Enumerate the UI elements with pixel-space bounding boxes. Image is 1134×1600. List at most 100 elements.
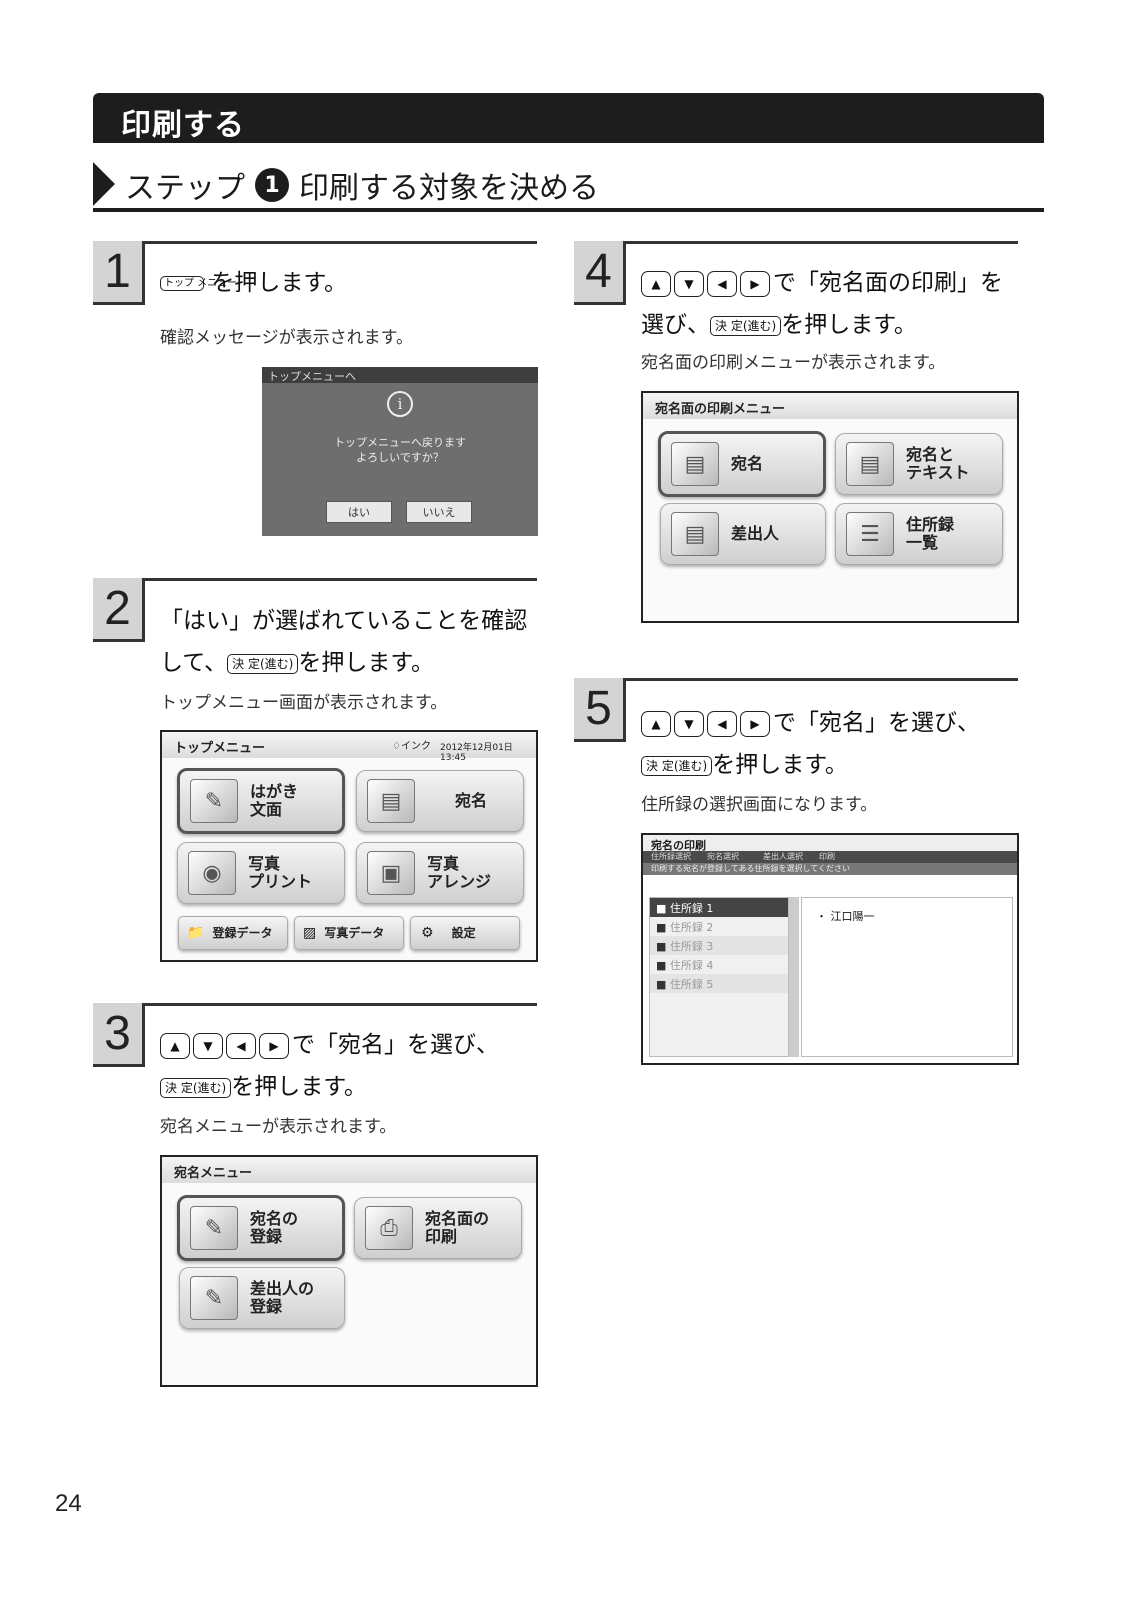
step-4-instruction-2: 選び、決 定(進む)を押します。 [641, 312, 917, 338]
top-menu-key: トップ メニュー [160, 276, 237, 291]
address-book-item[interactable]: ■ 住所録 3 [650, 936, 788, 955]
registered-data-button[interactable]: 📁登録データ [178, 916, 288, 950]
address-entry-panel: ・ 江口陽一 [801, 897, 1013, 1057]
scrollbar[interactable] [789, 897, 799, 1057]
step-1-number: 1 [93, 241, 145, 305]
menu-hagaki-button[interactable]: ✎はがき 文面 [177, 768, 345, 834]
print-atena-button[interactable]: ▤宛名 [658, 431, 826, 497]
page-number: 24 [55, 1490, 82, 1517]
step-heading: ステップ 1 印刷する対象を決める [93, 160, 1044, 212]
address-text-icon: ▤ [846, 442, 894, 486]
down-key: ▼ [674, 710, 704, 737]
ink-indicator: ♢インク [392, 741, 431, 752]
step-1-instruction: トップ メニュー を押します。 [160, 262, 347, 304]
dialog-no-button[interactable]: いいえ [406, 501, 472, 523]
atena-menu-title: 宛名メニュー [162, 1157, 536, 1183]
left-key: ◀ [707, 270, 737, 297]
photos-icon: ▨ [303, 925, 317, 941]
step-2-number: 2 [93, 578, 145, 642]
sender-card-icon: ▤ [671, 512, 719, 556]
step-2-note: トップメニュー画面が表示されます。 [160, 693, 448, 713]
book-icon: ■ [656, 921, 667, 934]
settings-button[interactable]: ⚙設定 [410, 916, 520, 950]
datetime: 2012年12月01日 13:45 [440, 743, 522, 763]
kettei-key: 決 定(進む) [710, 315, 782, 336]
step-2-rule [145, 578, 537, 581]
list-icon: ☰ [846, 512, 894, 556]
address-icon: ▤ [367, 779, 415, 823]
menu-photo-print-button[interactable]: ◉写真 プリント [177, 842, 345, 904]
step-1-text: を押します。 [211, 270, 348, 296]
step-1-note: 確認メッセージが表示されます。 [160, 328, 413, 348]
dialog-message: トップメニューへ戻ります よろしいですか？ [334, 436, 466, 464]
sender-register-button[interactable]: ✎差出人の 登録 [179, 1267, 345, 1329]
step-1-rule [145, 241, 537, 244]
address-book-item[interactable]: ■ 住所録 5 [650, 974, 788, 993]
step-4-note: 宛名面の印刷メニューが表示されます。 [641, 353, 946, 373]
print-menu-screen: 宛名面の印刷メニュー ▤宛名 ▤宛名と テキスト ▤差出人 ☰住所録 一覧 [641, 391, 1019, 623]
confirm-dialog: トップメニューへ i トップメニューへ戻ります よろしいですか？ はい いいえ [262, 367, 538, 536]
kettei-key: 決 定(進む) [160, 1077, 232, 1098]
print-address-list-button[interactable]: ☰住所録 一覧 [835, 503, 1003, 565]
atena-print-button[interactable]: ⎙宛名面の 印刷 [354, 1197, 522, 1259]
atena-menu-screen: 宛名メニュー ✎宛名の 登録 ⎙宛名面の 印刷 ✎差出人の 登録 [160, 1155, 538, 1387]
step-5-instruction-2: 決 定(進む)を押します。 [641, 744, 848, 786]
info-icon: i [387, 391, 413, 417]
book-icon: ■ [656, 940, 667, 953]
print-menu-title: 宛名面の印刷メニュー [643, 393, 1017, 419]
step-2-instruction-2: して、決 定(進む)を押します。 [160, 650, 435, 676]
address-book-screen: 宛名の印刷 住所録選択 宛名選択 差出人選択 印刷 印刷する宛名が登録してある住… [641, 833, 1019, 1065]
address-book-item[interactable]: ■ 住所録 4 [656, 959, 714, 972]
address-book-item[interactable]: ■ 住所録 2 [656, 921, 714, 934]
address-book-item[interactable]: ■ 住所録 1 [650, 898, 788, 917]
step-3-rule [145, 1003, 537, 1006]
step-5-number: 5 [574, 678, 626, 742]
step-3-note: 宛名メニューが表示されます。 [160, 1117, 397, 1137]
ink-drop-icon: ♢ [392, 741, 401, 752]
menu-atena-button[interactable]: ▤宛名 [356, 770, 524, 832]
pen-card-icon: ✎ [190, 1276, 238, 1320]
top-menu-title: トップメニュー [174, 741, 266, 756]
address-card-icon: ▤ [671, 442, 719, 486]
right-key: ▶ [740, 710, 770, 737]
dialog-yes-button[interactable]: はい [326, 501, 392, 523]
left-key: ◀ [707, 710, 737, 737]
right-key: ▶ [259, 1032, 289, 1059]
left-key: ◀ [226, 1032, 256, 1059]
heading-arrow-icon [93, 162, 115, 206]
section-header: 印刷する [93, 93, 1044, 143]
top-menu-screen: トップメニュー ♢インク 2012年12月01日 13:45 ✎はがき 文面 ▤… [160, 730, 538, 962]
kettei-key: 決 定(進む) [227, 653, 299, 674]
step-2-instruction-1: 「はい」が選ばれていることを確認 [160, 608, 528, 634]
book-icon: ■ [656, 959, 667, 972]
step-4-number: 4 [574, 241, 626, 305]
step-5-note: 住所録の選択画面になります。 [641, 795, 878, 815]
camera-icon: ◉ [188, 851, 236, 895]
down-key: ▼ [193, 1032, 223, 1059]
breadcrumb: 住所録選択 宛名選択 差出人選択 印刷 [643, 851, 1017, 863]
kettei-key: 決 定(進む) [641, 755, 713, 776]
step-3-number: 3 [93, 1003, 145, 1067]
instruction-bar: 印刷する宛名が登録してある住所録を選択してください [643, 863, 1017, 875]
address-entry: ・ 江口陽一 [816, 910, 875, 923]
print-atena-text-button[interactable]: ▤宛名と テキスト [835, 433, 1003, 495]
step-heading-number: 1 [255, 168, 289, 202]
section-title: 印刷する [121, 108, 245, 143]
gear-icon: ⚙ [421, 925, 434, 941]
book-icon: ■ [656, 902, 667, 915]
menu-photo-arrange-button[interactable]: ▣写真 アレンジ [356, 842, 524, 904]
folder-icon: 📁 [187, 925, 205, 941]
step-3-instruction-2: 決 定(進む)を押します。 [160, 1066, 367, 1108]
printer-icon: ⎙ [365, 1206, 413, 1250]
print-sender-button[interactable]: ▤差出人 [660, 503, 826, 565]
step-4-instruction-1: ▲▼◀▶で「宛名面の印刷」を [641, 262, 1003, 304]
step-5-rule [626, 678, 1018, 681]
down-key: ▼ [674, 270, 704, 297]
pen-card-icon: ✎ [190, 1206, 238, 1250]
postcard-icon: ✎ [190, 779, 238, 823]
up-key: ▲ [160, 1032, 190, 1059]
step-heading-prefix: ステップ [125, 171, 245, 206]
address-book-list: ■ 住所録 1 ■ 住所録 2 ■ 住所録 3 ■ 住所録 4 ■ 住所録 5 [649, 897, 789, 1057]
atena-register-button[interactable]: ✎宛名の 登録 [177, 1195, 345, 1261]
photo-data-button[interactable]: ▨写真データ [294, 916, 404, 950]
